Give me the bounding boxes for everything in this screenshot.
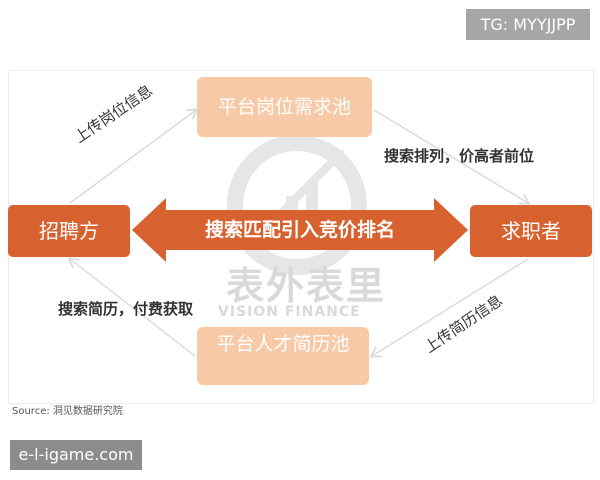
source-caption: Source: 洞见数据研究院 xyxy=(12,406,123,417)
flow-line-demand-to-seeker xyxy=(373,109,528,203)
edge-label-demand-to-seeker: 搜索排列，价高者前位 xyxy=(384,147,535,165)
flow-line-recruiter-to-demand xyxy=(69,110,196,204)
recruiter-node: 招聘方 xyxy=(8,205,130,257)
flow-line-resume-to-recruiter xyxy=(70,259,196,357)
site-badge: e-l-igame.com xyxy=(10,440,142,470)
double-arrow-icon xyxy=(132,198,468,262)
resume-pool-node: 平台人才简历池 xyxy=(197,327,369,385)
flow-line-seeker-to-resume xyxy=(372,258,529,356)
edge-label-resume-to-recruiter: 搜索简历，付费获取 xyxy=(58,300,194,318)
telegram-badge: TG: MYYJJPP xyxy=(466,9,590,40)
center-arrow-label: 搜索匹配引入竞价排名 xyxy=(204,219,395,241)
job-seeker-node: 求职者 xyxy=(470,205,592,257)
watermark-text: 表外表里 xyxy=(225,264,386,308)
watermark-subtext: VISION FINANCE xyxy=(218,304,361,320)
demand-pool-node: 平台岗位需求池 xyxy=(197,77,372,137)
